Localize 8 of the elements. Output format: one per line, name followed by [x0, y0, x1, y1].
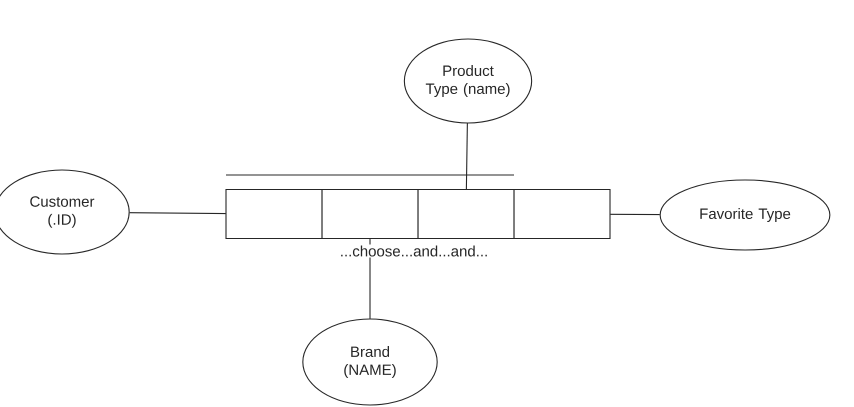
role-box [321, 188, 419, 240]
role-box [417, 188, 515, 240]
role-caption: ...choose...and...and... [338, 244, 490, 258]
connector-line [466, 124, 468, 189]
role-box [225, 188, 323, 240]
role-box [513, 188, 611, 240]
connector-line [130, 212, 226, 214]
connector-line [610, 214, 660, 216]
